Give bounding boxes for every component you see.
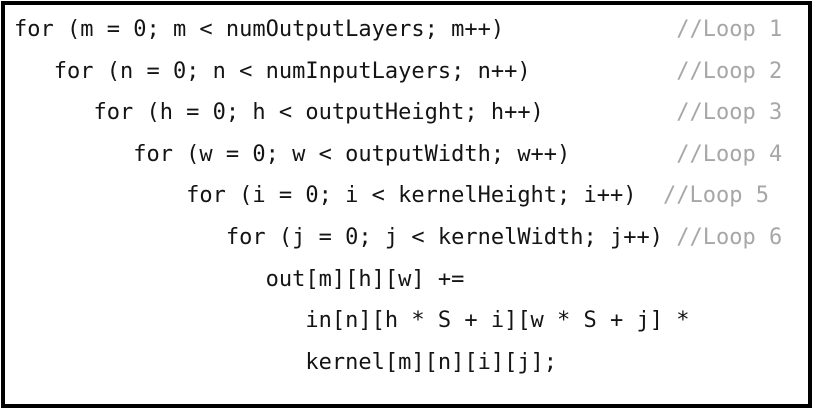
code-text: for (m = 0; m < numOutputLayers; m++) — [14, 17, 677, 42]
loop3-comment: //Loop 3 — [676, 100, 783, 126]
loop1-comment: //Loop 1 — [676, 17, 783, 42]
code-line-loop3: for (h = 0; h < outputHeight; h++) //Loo… — [14, 92, 808, 134]
loop5-comment: //Loop 5 — [663, 183, 769, 209]
code-text: for (h = 0; h < outputHeight; h++) — [14, 100, 677, 126]
code-text: for (j = 0; j < kernelWidth; j++) — [14, 224, 677, 250]
code-text: in[n][h * S + i][w * S + j] * — [14, 308, 690, 334]
code-text: for (w = 0; w < outputWidth; w++) — [14, 141, 677, 167]
code-line-loop6: for (j = 0; j < kernelWidth; j++) //Loop… — [14, 217, 808, 259]
code-line-accumulate: out[m][h][w] += — [14, 259, 808, 301]
code-line-loop2: for (n = 0; n < numInputLayers; n++) //L… — [14, 51, 808, 93]
loop4-comment: //Loop 4 — [676, 141, 783, 167]
code-line-loop5: for (i = 0; i < kernelHeight; i++) //Loo… — [14, 175, 808, 217]
loop2-comment: //Loop 2 — [676, 58, 783, 84]
code-text: for (i = 0; i < kernelHeight; i++) — [14, 183, 664, 209]
code-line-loop4: for (w = 0; w < outputWidth; w++) //Loop… — [14, 134, 808, 176]
code-line-input-term: in[n][h * S + i][w * S + j] * — [14, 300, 808, 342]
loop6-comment: //Loop 6 — [676, 224, 783, 250]
code-text: out[m][h][w] += — [14, 266, 465, 292]
code-text: for (n = 0; n < numInputLayers; n++) — [14, 58, 677, 84]
code-line-loop1: for (m = 0; m < numOutputLayers; m++) //… — [14, 9, 808, 51]
code-line-kernel-term: kernel[m][n][i][j]; — [14, 342, 808, 384]
code-text: kernel[m][n][i][j]; — [14, 349, 558, 375]
